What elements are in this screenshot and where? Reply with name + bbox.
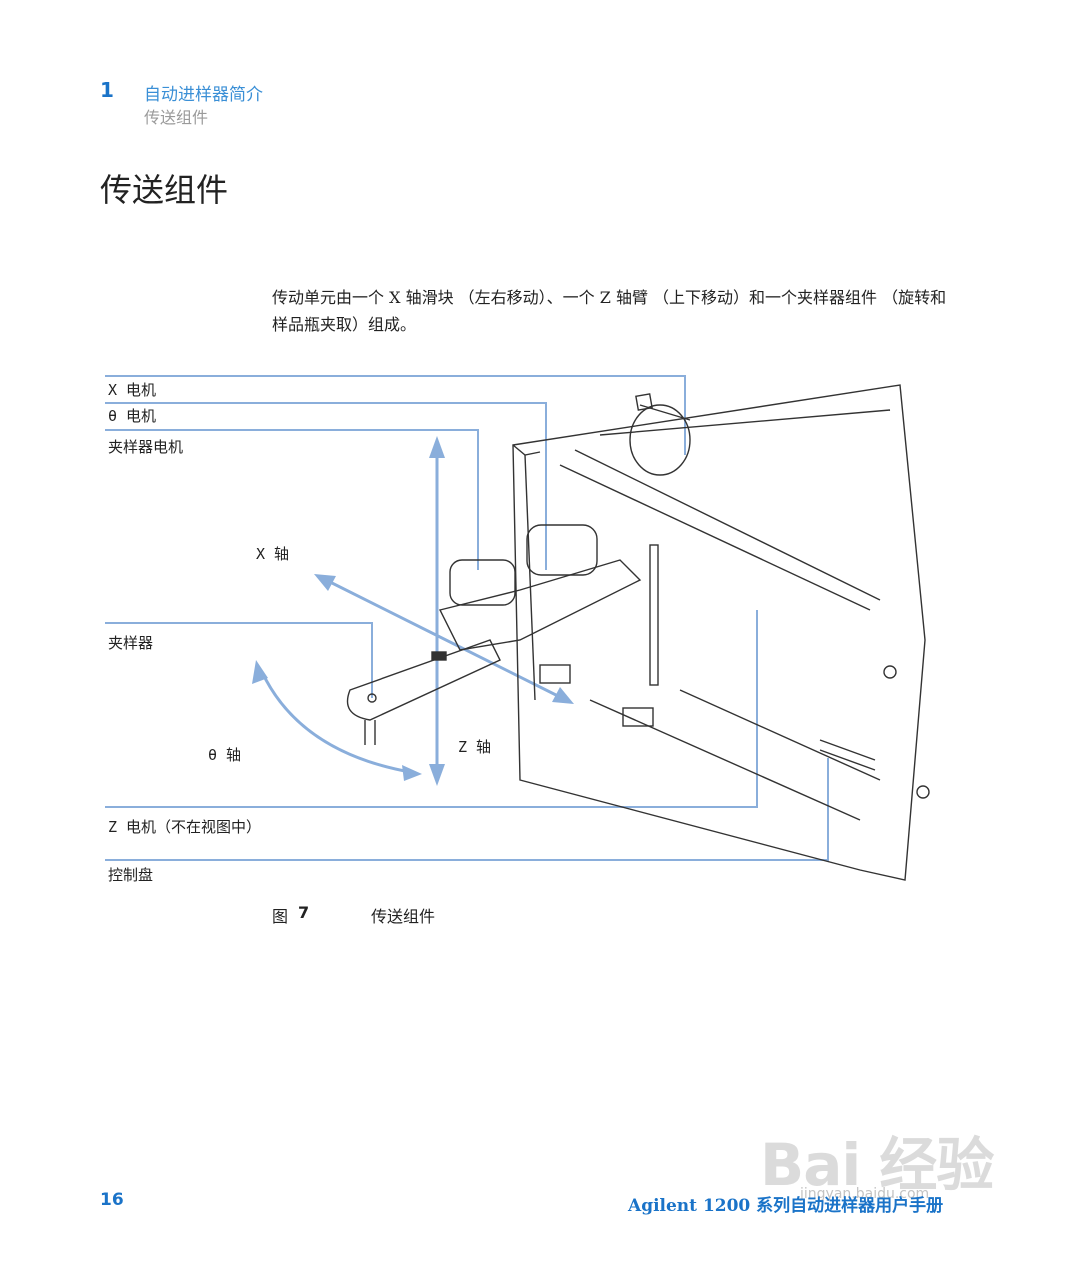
section-breadcrumb: 传送组件: [144, 108, 209, 127]
figure-caption-text: 传送组件: [371, 907, 436, 926]
callout-control-board: 控制盘: [108, 866, 154, 884]
figure-caption-label: 图: [272, 907, 289, 926]
chapter-title: 自动进样器简介: [144, 85, 263, 105]
callout-theta-axis: θ 轴: [208, 746, 242, 764]
callout-z-motor: Z 电机（不在视图中）: [108, 818, 262, 836]
autosampler-line-drawing: [346, 384, 930, 881]
callout-gripper-motor: 夹样器电机: [108, 438, 184, 456]
callout-gripper: 夹样器: [108, 634, 154, 652]
motion-arrows: [260, 450, 567, 774]
callout-x-axis: X 轴: [256, 545, 290, 563]
callout-x-motor: X 电机: [108, 381, 157, 399]
figure-caption-number: 7: [298, 903, 310, 922]
callout-z-axis: Z 轴: [458, 738, 492, 756]
watermark-url: jingyan.baidu.com: [800, 1186, 930, 1202]
leader-lines: [105, 375, 829, 861]
section-title: 传送组件: [100, 171, 229, 209]
chapter-number: 1: [100, 78, 114, 102]
page-number: 16: [100, 1190, 124, 1210]
body-paragraph: 传动单元由一个 X 轴滑块 （左右移动）、一个 Z 轴臂 （上下移动）和一个夹样…: [272, 288, 947, 334]
watermark-logo: Bai 经验: [760, 1131, 994, 1199]
footer-book-title: Agilent 1200 系列自动进样器用户手册: [628, 1196, 944, 1216]
callout-theta-motor: θ 电机: [108, 407, 157, 425]
